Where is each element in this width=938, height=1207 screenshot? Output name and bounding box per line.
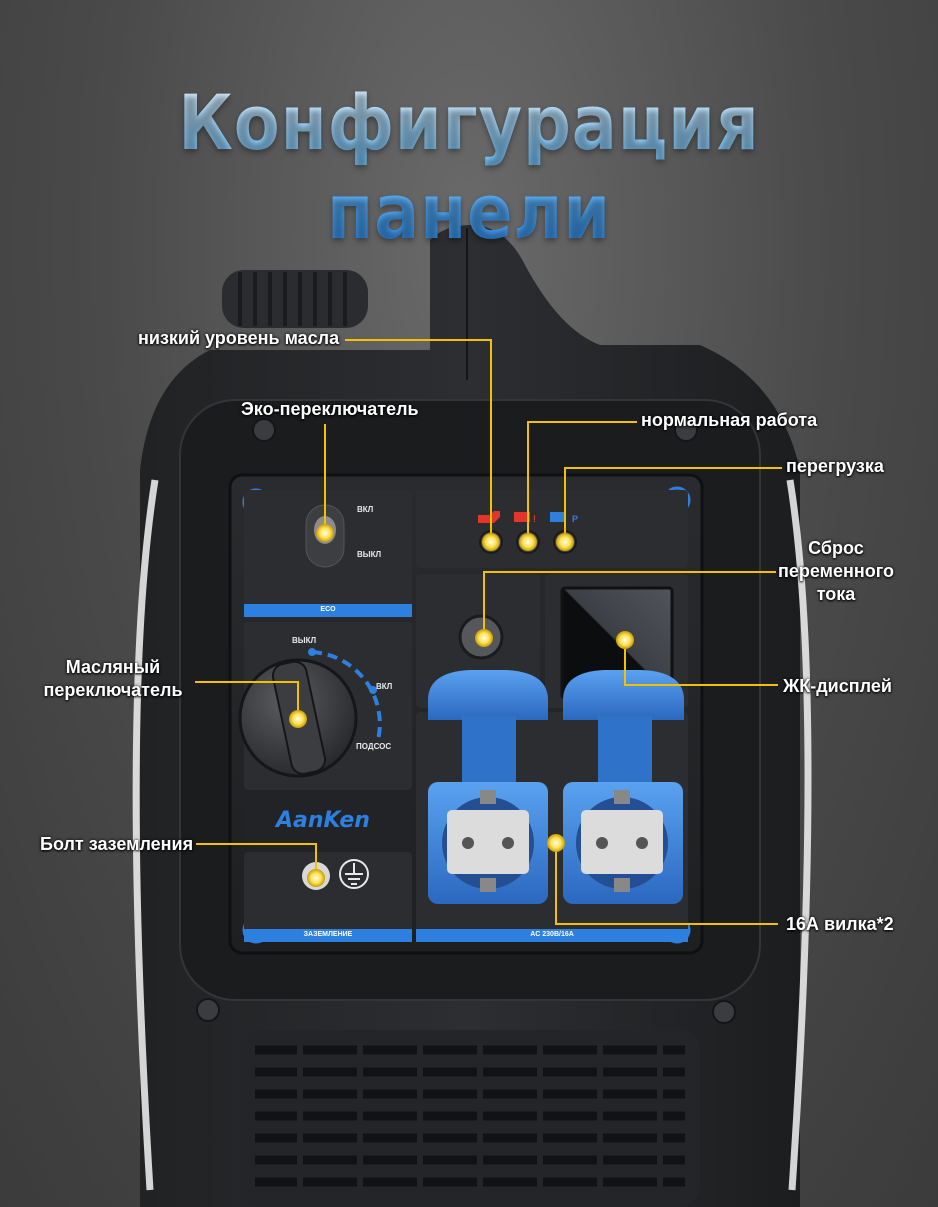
svg-text:!: !: [533, 514, 536, 524]
callout-ground-bolt: Болт заземления: [40, 834, 194, 854]
callout-ac-reset-line3: тока: [816, 584, 856, 604]
knob-choke-label: ПОДСОС: [356, 742, 392, 751]
callout-fuel-switch: Масляный переключатель: [40, 656, 186, 702]
ground-section: [244, 852, 412, 942]
callout-normal-operation: нормальная работа: [641, 410, 818, 430]
brand-section: [244, 794, 412, 848]
callout-sockets: 16А вилка*2: [786, 914, 894, 934]
callout-fuel-switch-line2: переключатель: [43, 680, 183, 700]
eco-on-label: ВКЛ: [357, 505, 374, 514]
callout-eco-switch: Эко-переключатель: [241, 399, 419, 419]
ac-band-label: AC 230В/16А: [530, 931, 574, 938]
overload-warning-icon: !: [514, 512, 536, 524]
callout-dots: [289, 524, 634, 887]
normal-run-icon: P: [550, 512, 578, 524]
ground-band-label: ЗАЗЕМЛЕНИЕ: [303, 931, 353, 938]
knob-on-label: ВКЛ: [376, 682, 393, 691]
callout-ac-reset-line1: Сброс: [808, 538, 864, 558]
air-vent: [240, 1030, 700, 1207]
control-panel: ! P: [228, 473, 704, 955]
callout-low-oil: низкий уровень масла: [138, 328, 340, 348]
callout-overload: перегрузка: [786, 456, 884, 476]
brand-logo: AanKen: [276, 808, 370, 833]
callout-lines: [195, 339, 782, 925]
svg-text:P: P: [572, 514, 578, 524]
ac-socket-right[interactable]: [563, 670, 684, 904]
eco-band-label: ECO: [320, 606, 336, 613]
fuel-cap: [222, 270, 368, 328]
indicator-section: [416, 490, 688, 568]
callout-ac-reset: Сброс переменного тока: [775, 537, 897, 606]
callout-ac-reset-line2: переменного: [778, 561, 894, 581]
eco-off-label: ВЫКЛ: [357, 550, 382, 559]
callout-lcd-display: ЖК-дисплей: [783, 676, 892, 696]
page-title: Конфигурация панели: [56, 78, 881, 256]
knob-off-label: ВЫКЛ: [292, 636, 317, 645]
ac-socket-left[interactable]: [428, 670, 548, 904]
callout-fuel-switch-line1: Масляный: [65, 657, 161, 677]
oil-warning-icon: [478, 511, 500, 523]
ground-symbol-icon: [339, 859, 369, 889]
